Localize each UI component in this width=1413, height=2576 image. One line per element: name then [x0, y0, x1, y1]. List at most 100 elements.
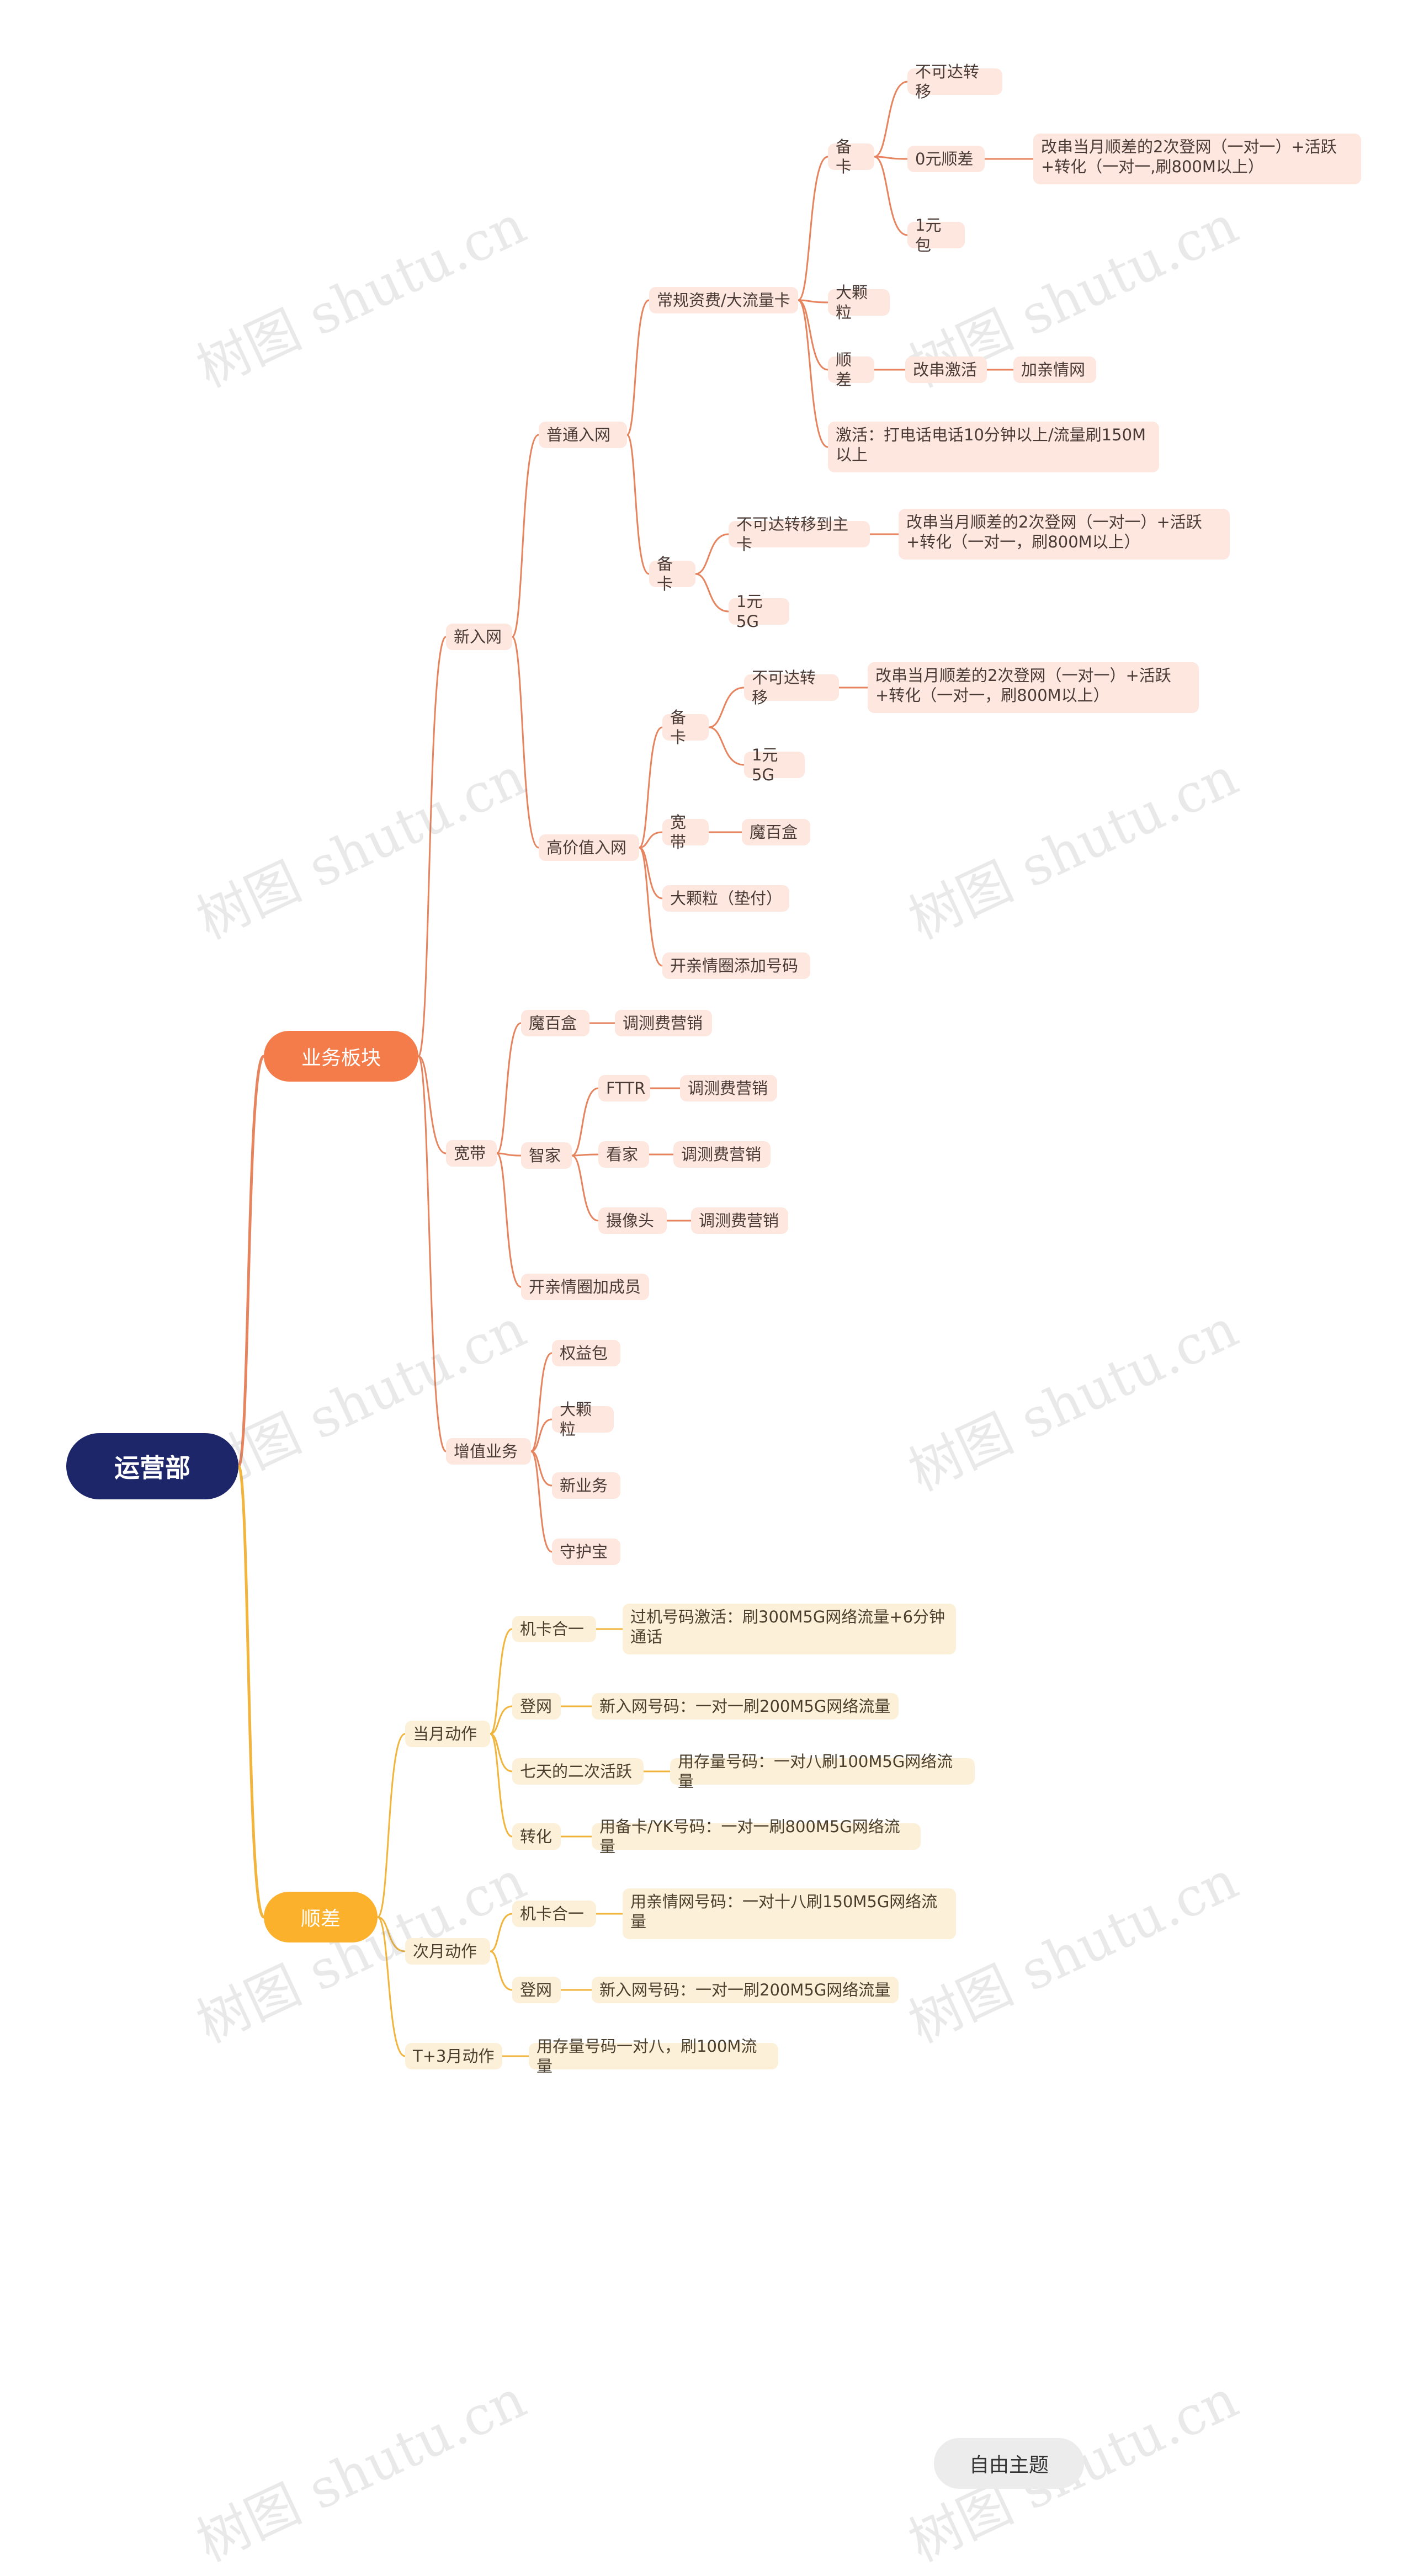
- node-login2[interactable]: 登网: [512, 1977, 561, 2003]
- node-backup1[interactable]: 备卡: [828, 137, 874, 176]
- connector-line: [490, 1950, 513, 1991]
- node-one-yuan-pack[interactable]: 1元包: [907, 216, 965, 254]
- free-topic[interactable]: 自由主题: [934, 2438, 1084, 2489]
- connector-line: [418, 1055, 447, 1154]
- node-broadband1[interactable]: 宽带: [662, 813, 709, 851]
- node-card-combo1-desc[interactable]: 过机号码激活：刷300M5G网络流量+6分钟通话: [623, 1604, 956, 1654]
- node-card-combo1[interactable]: 机卡合一: [512, 1616, 596, 1642]
- node-fee-mkt1[interactable]: 调测费营销: [615, 1010, 712, 1036]
- connector-line: [639, 831, 663, 849]
- node-convert-desc[interactable]: 用备卡/YK号码：一对一刷800M5G网络流量: [592, 1817, 921, 1856]
- node-one-yuan-5g2[interactable]: 1元5G: [744, 746, 805, 784]
- branch-diff[interactable]: 顺差: [264, 1892, 378, 1942]
- connector-line: [417, 636, 447, 1057]
- node-high-value[interactable]: 高价值入网: [539, 834, 639, 861]
- connector-line: [490, 1628, 513, 1735]
- node-next-month[interactable]: 次月动作: [405, 1938, 490, 1965]
- connector-line: [695, 533, 729, 575]
- node-rights-pack[interactable]: 权益包: [552, 1340, 620, 1366]
- connector-line: [798, 156, 828, 301]
- connector-line: [571, 1087, 599, 1157]
- connector-line: [496, 1152, 522, 1288]
- node-normal-net[interactable]: 普通入网: [539, 422, 627, 448]
- node-zero-diff-desc[interactable]: 改串当月顺差的2次登网（一对一）+活跃+转化（一对一,刷800M以上）: [1033, 134, 1361, 184]
- connector-line: [496, 1152, 522, 1157]
- node-fee-mkt2[interactable]: 调测费营销: [680, 1075, 777, 1101]
- connector-line: [798, 299, 828, 304]
- connector-line: [530, 1418, 553, 1452]
- connector-line: [490, 1705, 513, 1735]
- node-diff[interactable]: 顺差: [828, 350, 874, 389]
- connector-line: [511, 434, 539, 638]
- node-fttr[interactable]: FTTR: [598, 1075, 650, 1101]
- node-login2-desc[interactable]: 新入网号码：一对一刷200M5G网络流量: [592, 1977, 899, 2003]
- connector-line: [798, 299, 828, 371]
- connector-line: [490, 1733, 513, 1773]
- node-add-family[interactable]: 加亲情网: [1013, 356, 1096, 383]
- node-login1[interactable]: 登网: [512, 1693, 561, 1720]
- node-new-net[interactable]: 新入网: [446, 624, 512, 650]
- connector-line: [874, 156, 908, 236]
- node-magic-box2[interactable]: 魔百盒: [521, 1010, 589, 1036]
- connector-line: [626, 299, 650, 436]
- connector-line: [417, 1055, 447, 1452]
- connector-line: [530, 1450, 553, 1487]
- node-activate[interactable]: 激活：打电话电话10分钟以上/流量刷150M以上: [828, 422, 1159, 472]
- connector-line: [571, 1153, 599, 1157]
- node-big-grain-pay[interactable]: 大颗粒（垫付）: [662, 885, 789, 912]
- connector-line: [530, 1352, 553, 1452]
- node-fee-mkt3[interactable]: 调测费营销: [673, 1141, 771, 1168]
- node-backup3[interactable]: 备卡: [662, 708, 709, 747]
- node-month-action[interactable]: 当月动作: [405, 1721, 490, 1747]
- connector-line: [708, 686, 745, 728]
- node-smart-home[interactable]: 智家: [521, 1142, 572, 1169]
- connector-line: [377, 1916, 406, 1952]
- node-t3-action[interactable]: T+3月动作: [405, 2043, 502, 2069]
- connector-line: [708, 726, 745, 766]
- node-not-transfer3[interactable]: 不可达转移: [744, 668, 839, 707]
- node-not-transfer3-desc[interactable]: 改串当月顺差的2次登网（一对一）+活跃+转化（一对一，刷800M以上）: [868, 662, 1199, 713]
- node-one-yuan-5g1[interactable]: 1元5G: [729, 592, 789, 631]
- node-t3-desc[interactable]: 用存量号码一对八，刷100M流量: [529, 2037, 778, 2075]
- connector-line: [377, 1916, 406, 2057]
- node-login1-desc[interactable]: 新入网号码：一对一刷200M5G网络流量: [592, 1693, 899, 1720]
- connector-line: [874, 156, 908, 160]
- node-change-activate[interactable]: 改串激活: [905, 356, 987, 383]
- root-topic[interactable]: 运营部: [66, 1433, 238, 1499]
- connector-line: [695, 573, 729, 613]
- node-camera[interactable]: 摄像头: [598, 1207, 667, 1234]
- node-convert[interactable]: 转化: [512, 1823, 561, 1850]
- node-big-grain1[interactable]: 大颗粒: [828, 283, 890, 322]
- node-backup2[interactable]: 备卡: [649, 555, 695, 593]
- node-add-family-member[interactable]: 开亲情圈加成员: [521, 1274, 649, 1300]
- connector-line: [626, 434, 650, 575]
- node-watch-home[interactable]: 看家: [598, 1141, 649, 1168]
- node-add-family-number[interactable]: 开亲情圈添加号码: [662, 952, 810, 979]
- node-not-transfer-main-desc[interactable]: 改串当月顺差的2次登网（一对一）+活跃+转化（一对一，刷800M以上）: [899, 509, 1230, 560]
- connector-line: [376, 1733, 406, 1918]
- branch-business[interactable]: 业务板块: [264, 1031, 418, 1082]
- node-zero-diff[interactable]: 0元顺差: [907, 146, 985, 172]
- connector-line: [874, 81, 908, 158]
- connector-line: [490, 1733, 513, 1838]
- node-new-business[interactable]: 新业务: [552, 1472, 620, 1499]
- node-regular[interactable]: 常规资费/大流量卡: [649, 287, 798, 313]
- node-card-combo2[interactable]: 机卡合一: [512, 1901, 596, 1927]
- node-not-transfer-main[interactable]: 不可达转移到主卡: [729, 515, 870, 553]
- node-not-transfer1[interactable]: 不可达转移: [907, 62, 1002, 101]
- node-guardian[interactable]: 守护宝: [552, 1539, 620, 1565]
- node-card-combo2-desc[interactable]: 用亲情网号码：一对十八刷150M5G网络流量: [623, 1888, 956, 1939]
- node-broadband[interactable]: 宽带: [446, 1140, 497, 1167]
- node-magic-box1[interactable]: 魔百盒: [742, 819, 810, 845]
- connector-line: [798, 299, 828, 448]
- connector-line: [639, 847, 663, 967]
- node-value-added[interactable]: 增值业务: [446, 1438, 531, 1465]
- connector-line: [496, 1022, 522, 1154]
- connector-line: [639, 847, 663, 900]
- node-big-grain2[interactable]: 大颗粒: [552, 1400, 614, 1439]
- node-seven-day-desc[interactable]: 用存量号码：一对八刷100M5G网络流量: [670, 1752, 975, 1791]
- node-seven-day[interactable]: 七天的二次活跃: [512, 1758, 644, 1785]
- connector-line: [530, 1450, 553, 1553]
- node-fee-mkt4[interactable]: 调测费营销: [691, 1207, 788, 1234]
